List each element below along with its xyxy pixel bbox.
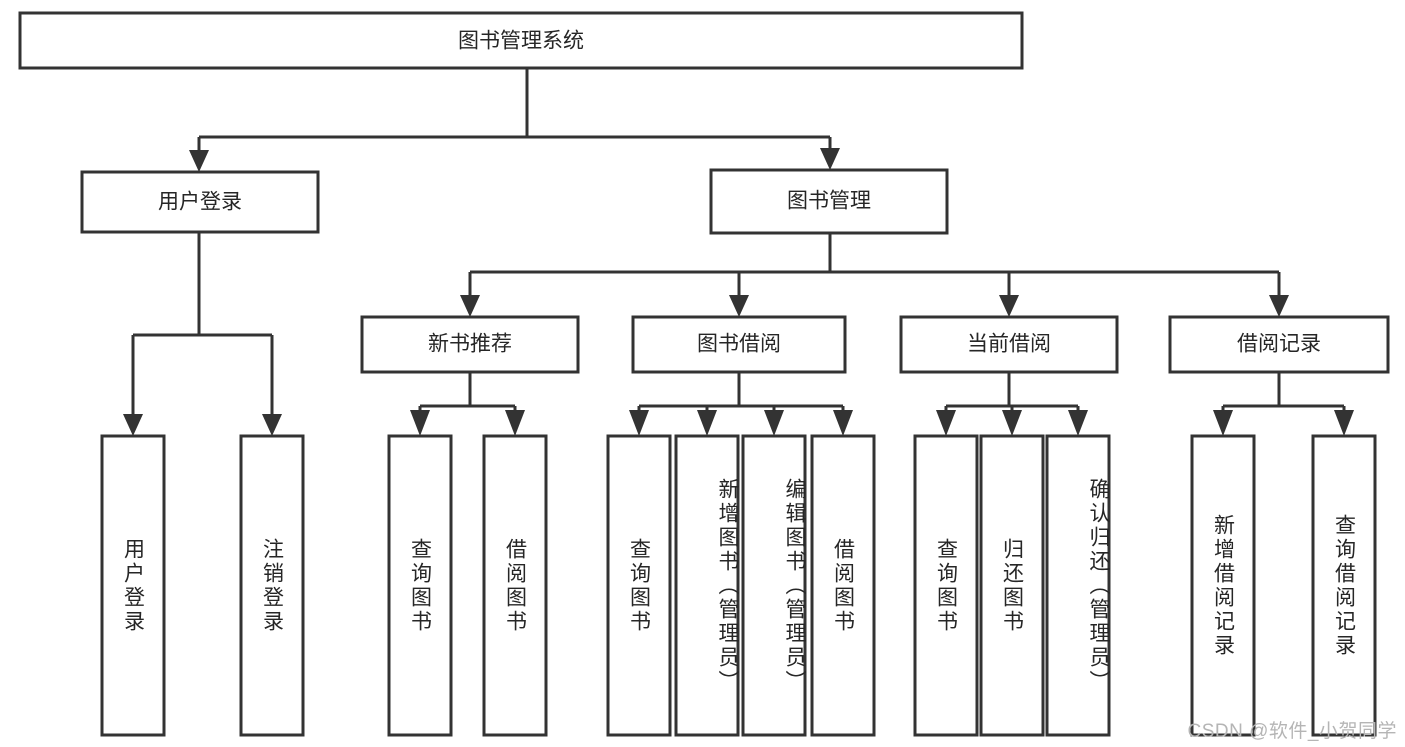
leaf-rect-query-borrow-record[interactable] bbox=[1311, 434, 1377, 737]
leaf-rect-query-book-borrow[interactable] bbox=[606, 434, 672, 737]
arrow-head-to-current-borrow bbox=[999, 295, 1019, 317]
leaf-rect-add-book-admin[interactable] bbox=[674, 434, 740, 737]
node-borrow-record-label: 借阅记录 bbox=[1237, 333, 1321, 356]
arrow-head-to-book-mgmt bbox=[820, 148, 840, 170]
arrow-head-user-login-leaf bbox=[123, 414, 143, 436]
leaf-rect-borrow-book[interactable] bbox=[810, 434, 876, 737]
node-user-login-rect[interactable] bbox=[80, 170, 320, 234]
node-borrow-record-rect[interactable] bbox=[1168, 315, 1390, 374]
arrow-head-new-query-book bbox=[410, 410, 430, 436]
leaf-rect-confirm-return-admin[interactable] bbox=[1045, 434, 1111, 737]
connector-group-book-mgmt bbox=[460, 233, 1289, 317]
connector-group-current-borrow bbox=[936, 372, 1088, 436]
node-book-management-label: 图书管理 bbox=[787, 190, 871, 213]
arrow-head-borrow-query-book bbox=[629, 410, 649, 436]
csdn-watermark: CSDN @软件_小贺同学 bbox=[1187, 721, 1397, 742]
connector-group-user-login bbox=[123, 232, 282, 436]
node-new-book-recommend-rect[interactable] bbox=[360, 315, 580, 374]
arrow-head-current-query-book bbox=[936, 410, 956, 436]
node-book-borrow[interactable]: 图书借阅 bbox=[631, 315, 847, 374]
leaf-rect-borrow-book-new[interactable] bbox=[482, 434, 548, 737]
node-current-borrow-rect[interactable] bbox=[899, 315, 1119, 374]
arrow-head-record-add bbox=[1213, 410, 1233, 436]
node-user-login[interactable]: 用户登录 bbox=[80, 170, 320, 234]
leaf-rect-logout[interactable] bbox=[239, 434, 305, 737]
arrow-head-logout-leaf bbox=[262, 414, 282, 436]
node-book-management[interactable]: 图书管理 bbox=[709, 168, 949, 235]
arrow-head-borrow-edit-book bbox=[764, 410, 784, 436]
connector-group-borrow-record bbox=[1213, 372, 1354, 436]
node-book-borrow-label: 图书借阅 bbox=[697, 333, 781, 356]
arrow-head-borrow-add-book bbox=[697, 410, 717, 436]
node-root-rect[interactable] bbox=[18, 11, 1024, 70]
leaf-rect-edit-book-admin[interactable] bbox=[741, 434, 807, 737]
node-root[interactable]: 图书管理系统 bbox=[18, 11, 1024, 70]
leaf-rect-add-borrow-record[interactable] bbox=[1190, 434, 1256, 737]
node-book-management-rect[interactable] bbox=[709, 168, 949, 235]
leaf-rect-user-login[interactable] bbox=[100, 434, 166, 737]
node-new-book-recommend[interactable]: 新书推荐 bbox=[360, 315, 580, 374]
arrow-head-record-query bbox=[1334, 410, 1354, 436]
leaf-boxes bbox=[100, 434, 1377, 737]
connector-group-new-books bbox=[410, 372, 525, 436]
arrow-head-to-borrow-record bbox=[1269, 295, 1289, 317]
arrow-head-new-borrow-book bbox=[505, 410, 525, 436]
arrow-head-current-confirm-return bbox=[1068, 410, 1088, 436]
arrow-head-borrow-borrow-book bbox=[833, 410, 853, 436]
leaf-rect-return-book[interactable] bbox=[979, 434, 1045, 737]
node-borrow-record[interactable]: 借阅记录 bbox=[1168, 315, 1390, 374]
node-root-label: 图书管理系统 bbox=[458, 30, 584, 53]
connector-group-book-borrow bbox=[629, 372, 853, 436]
node-book-borrow-rect[interactable] bbox=[631, 315, 847, 374]
arrow-head-to-user-login bbox=[189, 150, 209, 172]
arrow-head-to-new-books bbox=[460, 295, 480, 317]
arrow-head-current-return-book bbox=[1002, 410, 1022, 436]
node-user-login-label: 用户登录 bbox=[158, 191, 242, 214]
connector-group-root bbox=[189, 68, 840, 172]
node-current-borrow-label: 当前借阅 bbox=[967, 333, 1051, 356]
leaf-rect-query-book-current[interactable] bbox=[913, 434, 979, 737]
leaf-rect-query-book-new[interactable] bbox=[387, 434, 453, 737]
node-new-book-recommend-label: 新书推荐 bbox=[428, 333, 512, 356]
node-current-borrow[interactable]: 当前借阅 bbox=[899, 315, 1119, 374]
arrow-head-to-book-borrow bbox=[729, 295, 749, 317]
